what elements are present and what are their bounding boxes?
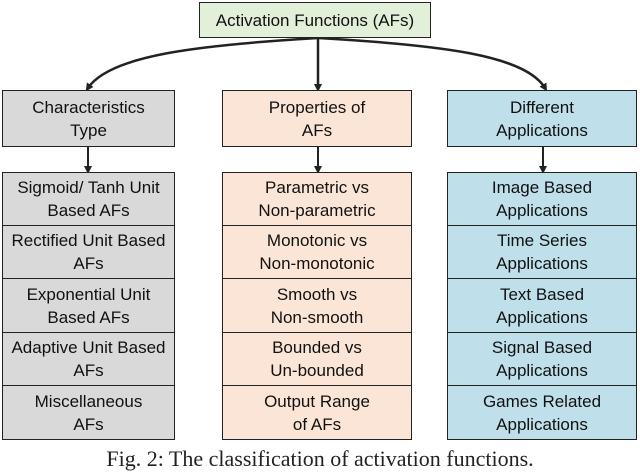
list-item: Adaptive Unit Based AFs: [2, 332, 175, 386]
list-item: Text Based Applications: [447, 278, 637, 333]
list-item-label: Image Based Applications: [491, 178, 593, 220]
characteristics-header: Characteristics Type: [2, 90, 175, 147]
list-item-label: Text Based Applications: [496, 284, 588, 327]
arrow-root-to-applications: [317, 36, 548, 92]
list-item: Output Range of AFs: [222, 385, 412, 440]
list-item: Monotonic vs Non-monotonic: [222, 225, 412, 279]
applications-header-label: Different Applications: [496, 97, 588, 140]
list-item-label: Smooth vs Non-smooth: [270, 284, 364, 327]
list-item: Signal Based Applications: [447, 332, 637, 386]
list-item-label: Miscellaneous AFs: [34, 391, 143, 434]
list-item-label: Adaptive Unit Based AFs: [11, 338, 166, 380]
list-item: Rectified Unit Based AFs: [2, 225, 175, 279]
figure-caption: Fig. 2: The classification of activation…: [106, 446, 534, 471]
list-item: Image Based Applications: [447, 172, 637, 226]
list-item: Parametric vs Non-parametric: [222, 172, 412, 226]
properties-header: Properties of AFs: [222, 90, 412, 147]
list-item-label: Games Related Applications: [482, 391, 602, 434]
list-item: Sigmoid/ Tanh Unit Based AFs: [2, 172, 175, 226]
list-item-label: Time Series Applications: [496, 231, 588, 273]
list-item-label: Output Range of AFs: [264, 391, 370, 434]
list-item: Time Series Applications: [447, 225, 637, 279]
root-label: Activation Functions (AFs): [215, 10, 415, 30]
properties-header-label: Properties of AFs: [268, 97, 366, 140]
characteristics-header-label: Characteristics Type: [32, 97, 145, 140]
list-item-label: Rectified Unit Based AFs: [11, 231, 166, 273]
list-item-label: Bounded vs Un-bounded: [270, 338, 364, 380]
arrow-root-to-characteristics: [85, 36, 319, 92]
list-item: Smooth vs Non-smooth: [222, 278, 412, 333]
list-item: Miscellaneous AFs: [2, 385, 175, 440]
list-item-label: Exponential Unit Based AFs: [26, 284, 151, 327]
applications-header: Different Applications: [447, 90, 637, 147]
list-item-label: Parametric vs Non-parametric: [258, 178, 376, 220]
list-item-label: Signal Based Applications: [491, 338, 593, 380]
list-item: Bounded vs Un-bounded: [222, 332, 412, 386]
list-item-label: Sigmoid/ Tanh Unit Based AFs: [17, 178, 160, 220]
root-node: Activation Functions (AFs): [199, 2, 431, 38]
list-item: Exponential Unit Based AFs: [2, 278, 175, 333]
list-item-label: Monotonic vs Non-monotonic: [259, 231, 375, 273]
list-item: Games Related Applications: [447, 385, 637, 440]
